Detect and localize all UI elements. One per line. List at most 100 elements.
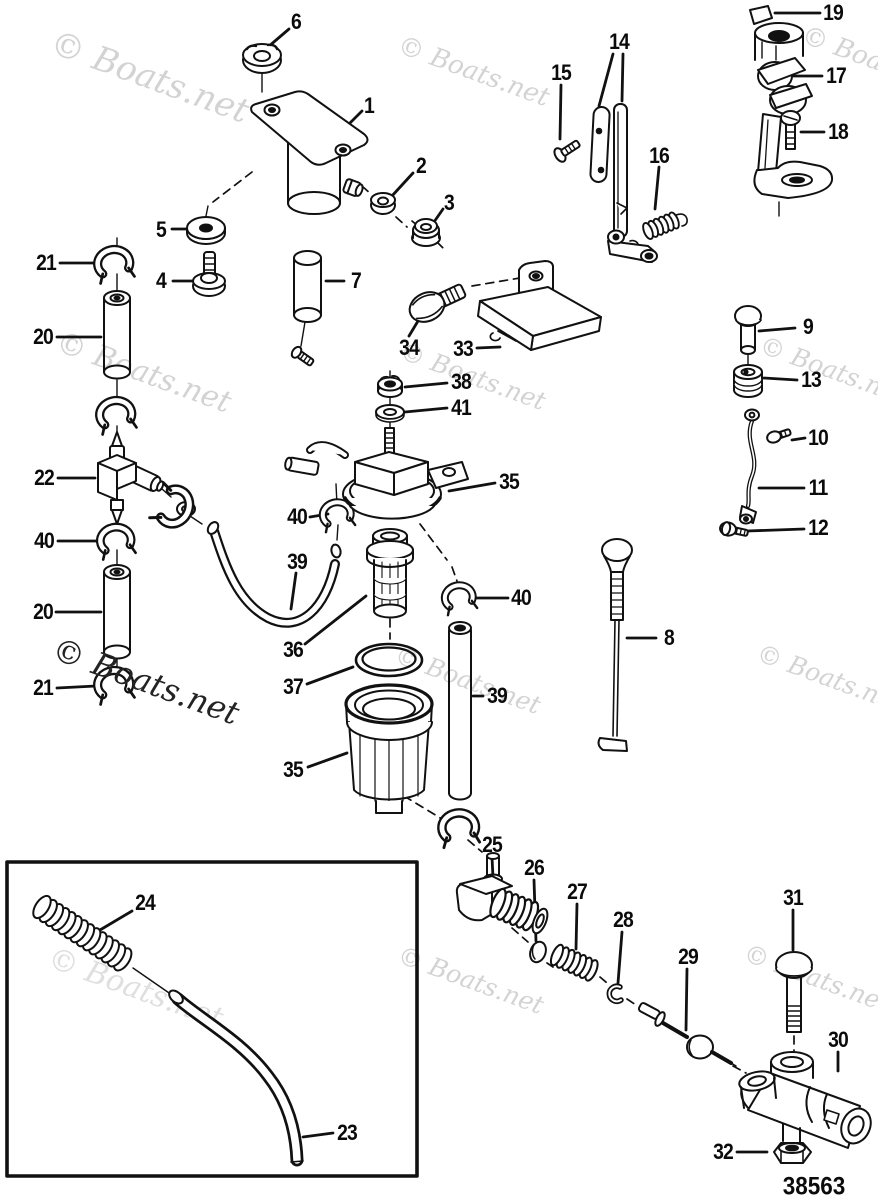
part-pump-35 xyxy=(284,427,469,520)
part-elbow-25-threads xyxy=(489,887,540,932)
part-pin-9 xyxy=(734,305,762,355)
leader-lines xyxy=(54,11,840,1154)
part-eclip-28 xyxy=(606,983,624,1005)
part-label-17-13: 17 xyxy=(826,63,847,88)
part-wedge-19 xyxy=(749,5,773,25)
watermark-dark-layer: © Boats.net xyxy=(47,630,244,733)
part-label-38-17: 38 xyxy=(451,369,472,394)
part-label-21-29: 21 xyxy=(33,675,54,700)
part-oring-37 xyxy=(354,642,424,678)
part-tube-20-lower xyxy=(103,564,131,660)
part-label-25-39: 25 xyxy=(482,832,503,857)
part-clip-21-upper xyxy=(93,244,136,285)
watermark-10: © Boats.net xyxy=(740,938,878,1018)
part-bolt-34 xyxy=(408,283,467,323)
part-washer-26 xyxy=(529,940,547,964)
part-label-39-34: 39 xyxy=(487,683,508,708)
part-label-29-43: 29 xyxy=(678,944,699,969)
part-label-22-24: 22 xyxy=(34,465,55,490)
part-label-23-38: 23 xyxy=(337,1120,358,1145)
part-label-31-44: 31 xyxy=(783,885,804,910)
part-label-35-33: 35 xyxy=(283,757,304,782)
part-label-18-14: 18 xyxy=(828,119,849,144)
part-label-4-6: 4 xyxy=(156,268,167,293)
watermark-8: © Boats.net xyxy=(753,638,878,718)
part-label-11-22: 11 xyxy=(808,475,829,500)
spring-24-tail xyxy=(132,967,173,996)
part-label-1-1: 1 xyxy=(364,93,375,118)
part-label-7-7: 7 xyxy=(351,268,362,293)
part-hose-39-left xyxy=(206,521,342,628)
part-clip-40-right xyxy=(440,581,479,617)
part-cable-29 xyxy=(637,1002,737,1067)
part-filter-36 xyxy=(366,528,414,619)
part-elbow-25-end xyxy=(531,907,549,935)
part-label-13-20: 13 xyxy=(801,367,822,392)
part-bolt-4 xyxy=(192,251,226,297)
part-bolt-18 xyxy=(780,110,801,150)
part-label-19-12: 19 xyxy=(823,0,844,25)
part-nut-38 xyxy=(377,375,403,398)
part-spring-27 xyxy=(549,943,599,982)
part-joint-17 xyxy=(753,22,834,199)
part-label-33-16: 33 xyxy=(453,336,474,361)
part-grommet-13 xyxy=(733,364,763,398)
part-bolt-31 xyxy=(775,951,813,1033)
part-label-41-18: 41 xyxy=(451,395,472,420)
part-label-37-31: 37 xyxy=(283,674,304,699)
part-bracket-33 xyxy=(477,260,602,351)
part-label-2-2: 2 xyxy=(416,153,427,178)
part-label-39-27: 39 xyxy=(287,549,308,574)
part-label-15-9: 15 xyxy=(551,60,572,85)
part-hose-23 xyxy=(168,989,304,1167)
part-spring-24 xyxy=(32,894,133,972)
part-label-3-3: 3 xyxy=(444,190,455,215)
part-screw-15 xyxy=(553,139,581,163)
part-tee-fitting-22 xyxy=(97,431,165,525)
part-nut-6 xyxy=(242,43,282,74)
part-clip-25 xyxy=(437,808,482,850)
part-bowl-35 xyxy=(344,683,434,814)
part-label-14-10: 14 xyxy=(609,29,630,54)
part-clip-mid xyxy=(95,395,138,436)
line-art xyxy=(5,5,872,1178)
part-clip-40-mid xyxy=(318,498,357,534)
part-label-6-0: 6 xyxy=(291,9,302,34)
part-elbow-25 xyxy=(455,852,513,922)
part-clip-40-left xyxy=(95,522,137,561)
part-label-36-30: 36 xyxy=(283,637,304,662)
part-rod-14b xyxy=(607,103,658,263)
part-nut-3 xyxy=(411,218,441,247)
part-label-32-46: 32 xyxy=(713,1139,734,1164)
part-washer-41 xyxy=(375,404,405,423)
part-tube-39-right xyxy=(448,621,472,801)
inset-box xyxy=(5,860,419,1178)
diagram-number: 38563 xyxy=(782,1172,846,1200)
part-label-20-28: 20 xyxy=(33,599,54,624)
part-label-40-25: 40 xyxy=(34,528,55,553)
part-label-30-45: 30 xyxy=(828,1027,849,1052)
part-label-16-11: 16 xyxy=(649,143,670,168)
part-label-21-5: 21 xyxy=(36,250,57,275)
part-label-5-4: 5 xyxy=(156,217,167,242)
part-tube-20-upper xyxy=(103,290,131,380)
part-rod-8 xyxy=(597,538,633,752)
part-label-40-26: 40 xyxy=(287,504,308,529)
part-label-20-8: 20 xyxy=(33,324,54,349)
part-screw-12 xyxy=(719,521,749,537)
part-label-34-15: 34 xyxy=(399,335,420,360)
part-nut-2 xyxy=(370,192,396,215)
part-label-26-40: 26 xyxy=(524,855,545,880)
part-label-35-32: 35 xyxy=(499,469,520,494)
part-label-10-21: 10 xyxy=(808,425,829,450)
part-mount-plate-1 xyxy=(250,90,369,215)
part-label-12-23: 12 xyxy=(808,515,829,540)
part-wire-11 xyxy=(739,408,760,525)
watermark-6: © Boats.net xyxy=(47,630,244,733)
watermark-3: © Boats.net xyxy=(51,325,236,421)
part-link-14a xyxy=(589,106,611,183)
part-clip-21-lower xyxy=(93,665,136,706)
part-label-27-41: 27 xyxy=(567,879,588,904)
